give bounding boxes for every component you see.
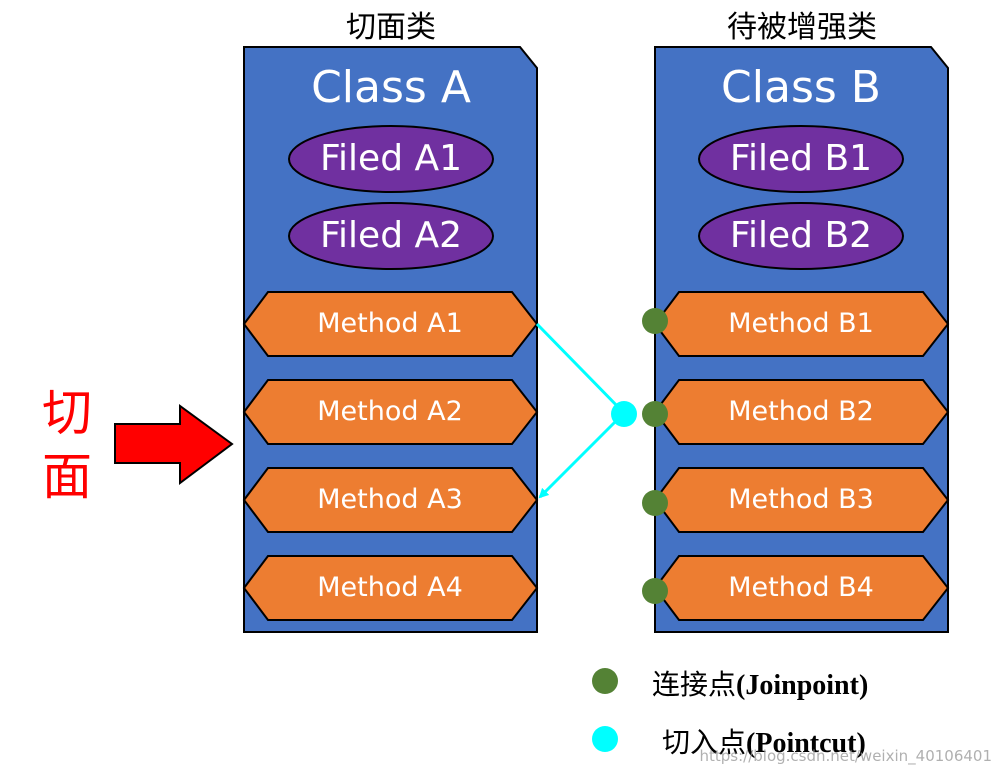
pointcut-node bbox=[611, 401, 637, 427]
joinpoint-b3 bbox=[642, 490, 668, 516]
legend-pointcut-en: (Pointcut) bbox=[746, 728, 866, 759]
pointcut-line-to-a1 bbox=[535, 322, 626, 415]
aspect-arrow-icon bbox=[114, 404, 234, 485]
method-a1-label: Method A1 bbox=[317, 308, 463, 339]
aspect-side-label-2: 面 bbox=[42, 448, 92, 506]
legend-joinpoint-icon bbox=[592, 668, 618, 694]
method-a3-hexagon bbox=[242, 467, 539, 533]
legend-joinpoint-en: (Joinpoint) bbox=[736, 670, 869, 701]
method-b3-label: Method B3 bbox=[728, 484, 874, 515]
method-b3-hexagon bbox=[653, 467, 950, 533]
method-b4-label: Method B4 bbox=[728, 572, 874, 603]
field-b1-label: Filed B1 bbox=[729, 138, 873, 179]
method-a4-hexagon bbox=[242, 555, 539, 621]
field-a1-label: Filed A1 bbox=[319, 138, 463, 179]
field-b2-label: Filed B2 bbox=[729, 215, 873, 256]
joinpoint-b2 bbox=[642, 401, 668, 427]
method-b2-hexagon bbox=[653, 379, 950, 445]
method-b1-label: Method B1 bbox=[728, 308, 874, 339]
legend-pointcut-label: 切入点(Pointcut) bbox=[662, 721, 866, 761]
target-class-header: 待被增强类 bbox=[727, 10, 877, 45]
field-a2-label: Filed A2 bbox=[319, 215, 463, 256]
legend-joinpoint-label: 连接点(Joinpoint) bbox=[652, 663, 868, 703]
method-b2-label: Method B2 bbox=[728, 396, 874, 427]
pointcut-arrow-to-a3 bbox=[538, 411, 626, 499]
field-a2-ellipse bbox=[288, 202, 494, 270]
legend-pointcut-icon bbox=[592, 726, 618, 752]
method-a4-label: Method A4 bbox=[317, 572, 463, 603]
method-b4-hexagon bbox=[653, 555, 950, 621]
method-a3-label: Method A3 bbox=[317, 484, 463, 515]
legend-pointcut-zh: 切入点 bbox=[662, 726, 747, 759]
class-b-name: Class B bbox=[721, 62, 881, 113]
field-b1-ellipse bbox=[698, 125, 904, 193]
aspect-class-header: 切面类 bbox=[346, 10, 436, 45]
watermark: https://blog.csdn.net/weixin_40106401 bbox=[699, 747, 992, 765]
class-a-name: Class A bbox=[311, 62, 471, 113]
field-a1-ellipse bbox=[288, 125, 494, 193]
joinpoint-b1 bbox=[642, 308, 668, 334]
joinpoint-b4 bbox=[642, 578, 668, 604]
method-a2-label: Method A2 bbox=[317, 396, 463, 427]
method-b1-hexagon bbox=[653, 291, 950, 357]
method-a2-hexagon bbox=[242, 379, 539, 445]
legend-joinpoint-zh: 连接点 bbox=[652, 668, 737, 701]
aspect-side-label-1: 切 bbox=[42, 384, 92, 442]
field-b2-ellipse bbox=[698, 202, 904, 270]
